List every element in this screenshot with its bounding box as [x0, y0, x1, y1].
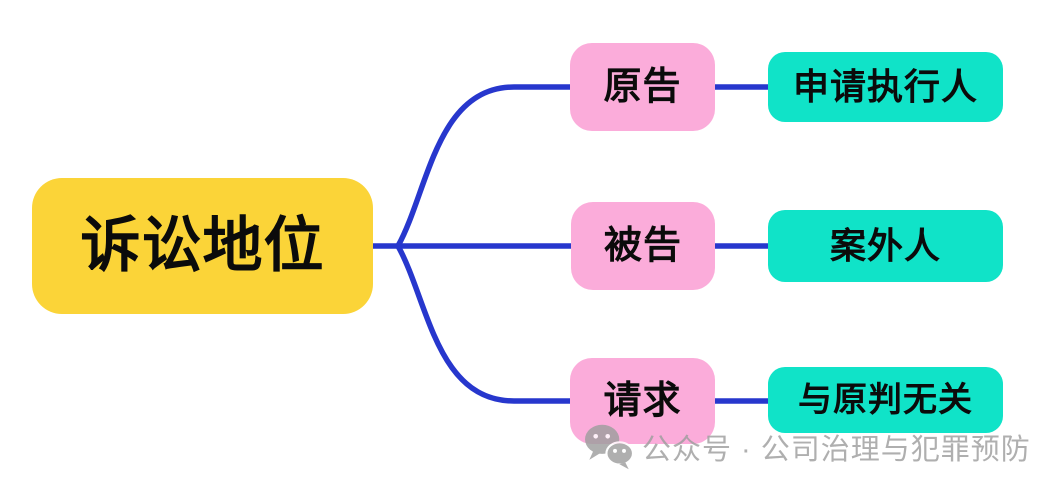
- node-leaf-execution-applicant-label: 申请执行人: [792, 66, 978, 107]
- wechat-icon: [585, 424, 635, 470]
- node-leaf-execution-applicant[interactable]: 申请执行人: [768, 52, 1003, 122]
- watermark: 公众号 · 公司治理与犯罪预防: [583, 423, 1031, 471]
- node-leaf-outsider[interactable]: 案外人: [768, 210, 1003, 282]
- node-root[interactable]: 诉讼地位: [32, 178, 373, 314]
- node-leaf-outsider-label: 案外人: [829, 225, 941, 266]
- node-branch-claim-label: 请求: [603, 380, 682, 422]
- node-leaf-unrelated-judgment[interactable]: 与原判无关: [768, 367, 1003, 433]
- wechat-small-bubble: [605, 441, 635, 470]
- node-leaf-unrelated-judgment-label: 与原判无关: [798, 381, 973, 419]
- node-branch-plaintiff-label: 原告: [603, 66, 682, 108]
- connector-root-to-branch-bottom: [395, 243, 573, 404]
- node-root-label: 诉讼地位: [80, 212, 325, 279]
- connector-root-to-branch-top: [395, 84, 573, 249]
- node-branch-plaintiff[interactable]: 原告: [570, 43, 715, 131]
- watermark-text: 公众号 · 公司治理与犯罪预防: [642, 434, 1031, 466]
- node-branch-defendant[interactable]: 被告: [571, 202, 715, 290]
- node-branch-defendant-label: 被告: [603, 225, 682, 267]
